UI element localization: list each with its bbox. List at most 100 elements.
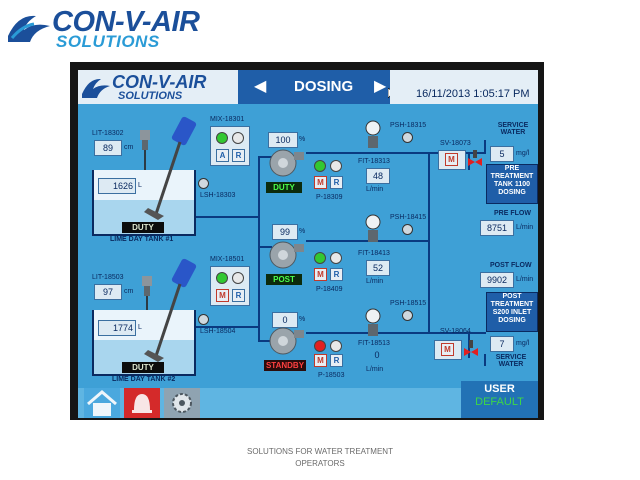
pump3-manual-button[interactable]: M	[314, 354, 327, 367]
pipe	[428, 152, 430, 334]
pump1-status-badge: DUTY	[266, 182, 302, 193]
pump1-tag: P-18309	[316, 194, 343, 201]
pump3-fault-light	[314, 340, 326, 352]
datetime-text: 16/11/2013 1:05:17 PM	[416, 88, 530, 100]
pump1-stopped-light	[330, 160, 342, 172]
solenoid-valve-icon	[464, 340, 478, 356]
valve2-panel: M	[434, 340, 462, 360]
pressure-switch-icon	[402, 310, 413, 321]
mixer2-remote-button[interactable]: R	[232, 289, 245, 302]
mixer1-remote-button[interactable]: R	[232, 149, 245, 162]
post-flow-label: POST FLOW	[490, 262, 532, 269]
pump2-speed-value: 99	[272, 224, 298, 240]
header-wave-icon	[82, 78, 110, 98]
alarm-bell-icon[interactable]	[124, 388, 160, 418]
tank2-status-badge: DUTY	[122, 362, 164, 373]
pump2-speed-unit: %	[299, 228, 306, 235]
pump3-flow-tag: FIT-18513	[358, 340, 390, 347]
tank1-level-unit: cm	[124, 144, 134, 151]
service1-value: 5	[490, 146, 514, 162]
pump2-flow-unit: L/min	[366, 278, 384, 285]
tank2-volume-value: 1774	[98, 320, 136, 336]
service2-unit: mg/l	[516, 340, 530, 347]
hmi-screen: CON-V-AIR SOLUTIONS ◀ DOSING ▶ 16/11/201…	[78, 70, 538, 418]
pump1-running-light	[314, 160, 326, 172]
tank1-volume-value: 1626	[98, 178, 136, 194]
tank1-mixer-panel: A R	[210, 126, 250, 166]
caption-line-2: OPERATORS	[295, 459, 345, 468]
pump2-flow-value: 52	[366, 260, 390, 276]
valve1-tag: SV-18073	[440, 140, 471, 147]
mixer2-running-light	[216, 272, 228, 284]
nav-next-button[interactable]: ▶	[374, 78, 387, 95]
pump1-flow-unit: L/min	[366, 186, 384, 193]
pump1-manual-button[interactable]: M	[314, 176, 327, 189]
tank1-name: LIME DAY TANK #1	[110, 236, 174, 243]
flow-meter-icon	[365, 308, 381, 336]
service-water-2-label: SERVICE WATER	[495, 354, 527, 368]
pump3-psh-tag: PSH-18515	[390, 300, 427, 307]
tank2-level-value: 97	[94, 284, 122, 300]
settings-gear-icon[interactable]	[164, 388, 200, 418]
header-logo-subtitle: SOLUTIONS	[118, 90, 183, 102]
pump-icon	[269, 327, 304, 355]
post-treatment-dosing-button[interactable]: POST TREATMENT S200 INLET DOSING	[486, 292, 538, 332]
valve1-manual-button[interactable]: M	[445, 153, 458, 166]
pump1-psh-tag: PSH-18315	[390, 122, 427, 129]
pump1-flow-tag: FIT-18313	[358, 158, 390, 165]
pipe	[484, 354, 486, 366]
tank2-switch-tag: LSH-18504	[200, 328, 236, 335]
mixer-icon	[144, 116, 197, 220]
level-transmitter-icon	[140, 130, 150, 172]
pump1-flow-value: 48	[366, 168, 390, 184]
pipe	[258, 340, 272, 342]
pipe	[196, 216, 258, 218]
pump1-remote-button[interactable]: R	[330, 176, 343, 189]
logo-title: CON-V-AIR	[52, 6, 200, 38]
tank1-switch-tag: LSH-18303	[200, 192, 236, 199]
user-value: DEFAULT	[475, 396, 524, 408]
user-label: USER	[484, 383, 515, 395]
valve2-tag: SV-18064	[440, 328, 471, 335]
pump3-flow-unit: L/min	[366, 366, 384, 373]
pipe	[258, 156, 272, 158]
service1-unit: mg/l	[516, 150, 530, 157]
pump3-remote-button[interactable]: R	[330, 354, 343, 367]
pump2-flow-tag: FIT-18413	[358, 250, 390, 257]
pipe	[306, 152, 430, 154]
mixer-icon	[144, 258, 197, 362]
pump3-speed-unit: %	[299, 316, 306, 323]
caption-line-1: SOLUTIONS FOR WATER TREATMENT	[247, 447, 393, 456]
pump2-remote-button[interactable]: R	[330, 268, 343, 281]
valve1-panel: M	[438, 150, 466, 170]
pre-treatment-dosing-button[interactable]: PRE TREATMENT TANK 1100 DOSING	[486, 164, 538, 204]
flow-meter-icon	[365, 214, 381, 242]
service-water-1-label: SERVICE WATER	[497, 122, 529, 136]
tank2-name: LIME DAY TANK #2	[112, 376, 176, 383]
pre-flow-unit: L/min	[516, 224, 534, 231]
mixer1-stopped-light	[232, 132, 244, 144]
mixer1-auto-button[interactable]: A	[216, 149, 229, 162]
pre-flow-label: PRE FLOW	[494, 210, 531, 217]
tank2-level-unit: cm	[124, 288, 134, 295]
level-switch-icon	[198, 178, 209, 189]
tank1-level-tag: LIT-18302	[92, 130, 124, 137]
pump2-manual-button[interactable]: M	[314, 268, 327, 281]
pump3-flow-value: 0	[374, 350, 380, 360]
user-panel[interactable]	[461, 381, 538, 418]
pump1-speed-unit: %	[299, 136, 306, 143]
pump2-status-badge: POST	[266, 274, 302, 285]
header-logo-title: CON-V-AIR	[112, 72, 207, 92]
pump2-running-light	[314, 252, 326, 264]
pump2-psh-tag: PSH-18415	[390, 214, 427, 221]
nav-prev-button[interactable]: ◀	[254, 78, 267, 95]
pressure-switch-icon	[402, 224, 413, 235]
valve2-manual-button[interactable]: M	[441, 343, 454, 356]
solenoid-valve-icon	[468, 150, 482, 166]
pipe	[428, 332, 486, 334]
home-icon[interactable]	[84, 388, 120, 418]
header-logo	[78, 70, 238, 104]
post-flow-unit: L/min	[516, 276, 534, 283]
mixer2-manual-button[interactable]: M	[216, 289, 229, 302]
pipe	[258, 156, 260, 342]
